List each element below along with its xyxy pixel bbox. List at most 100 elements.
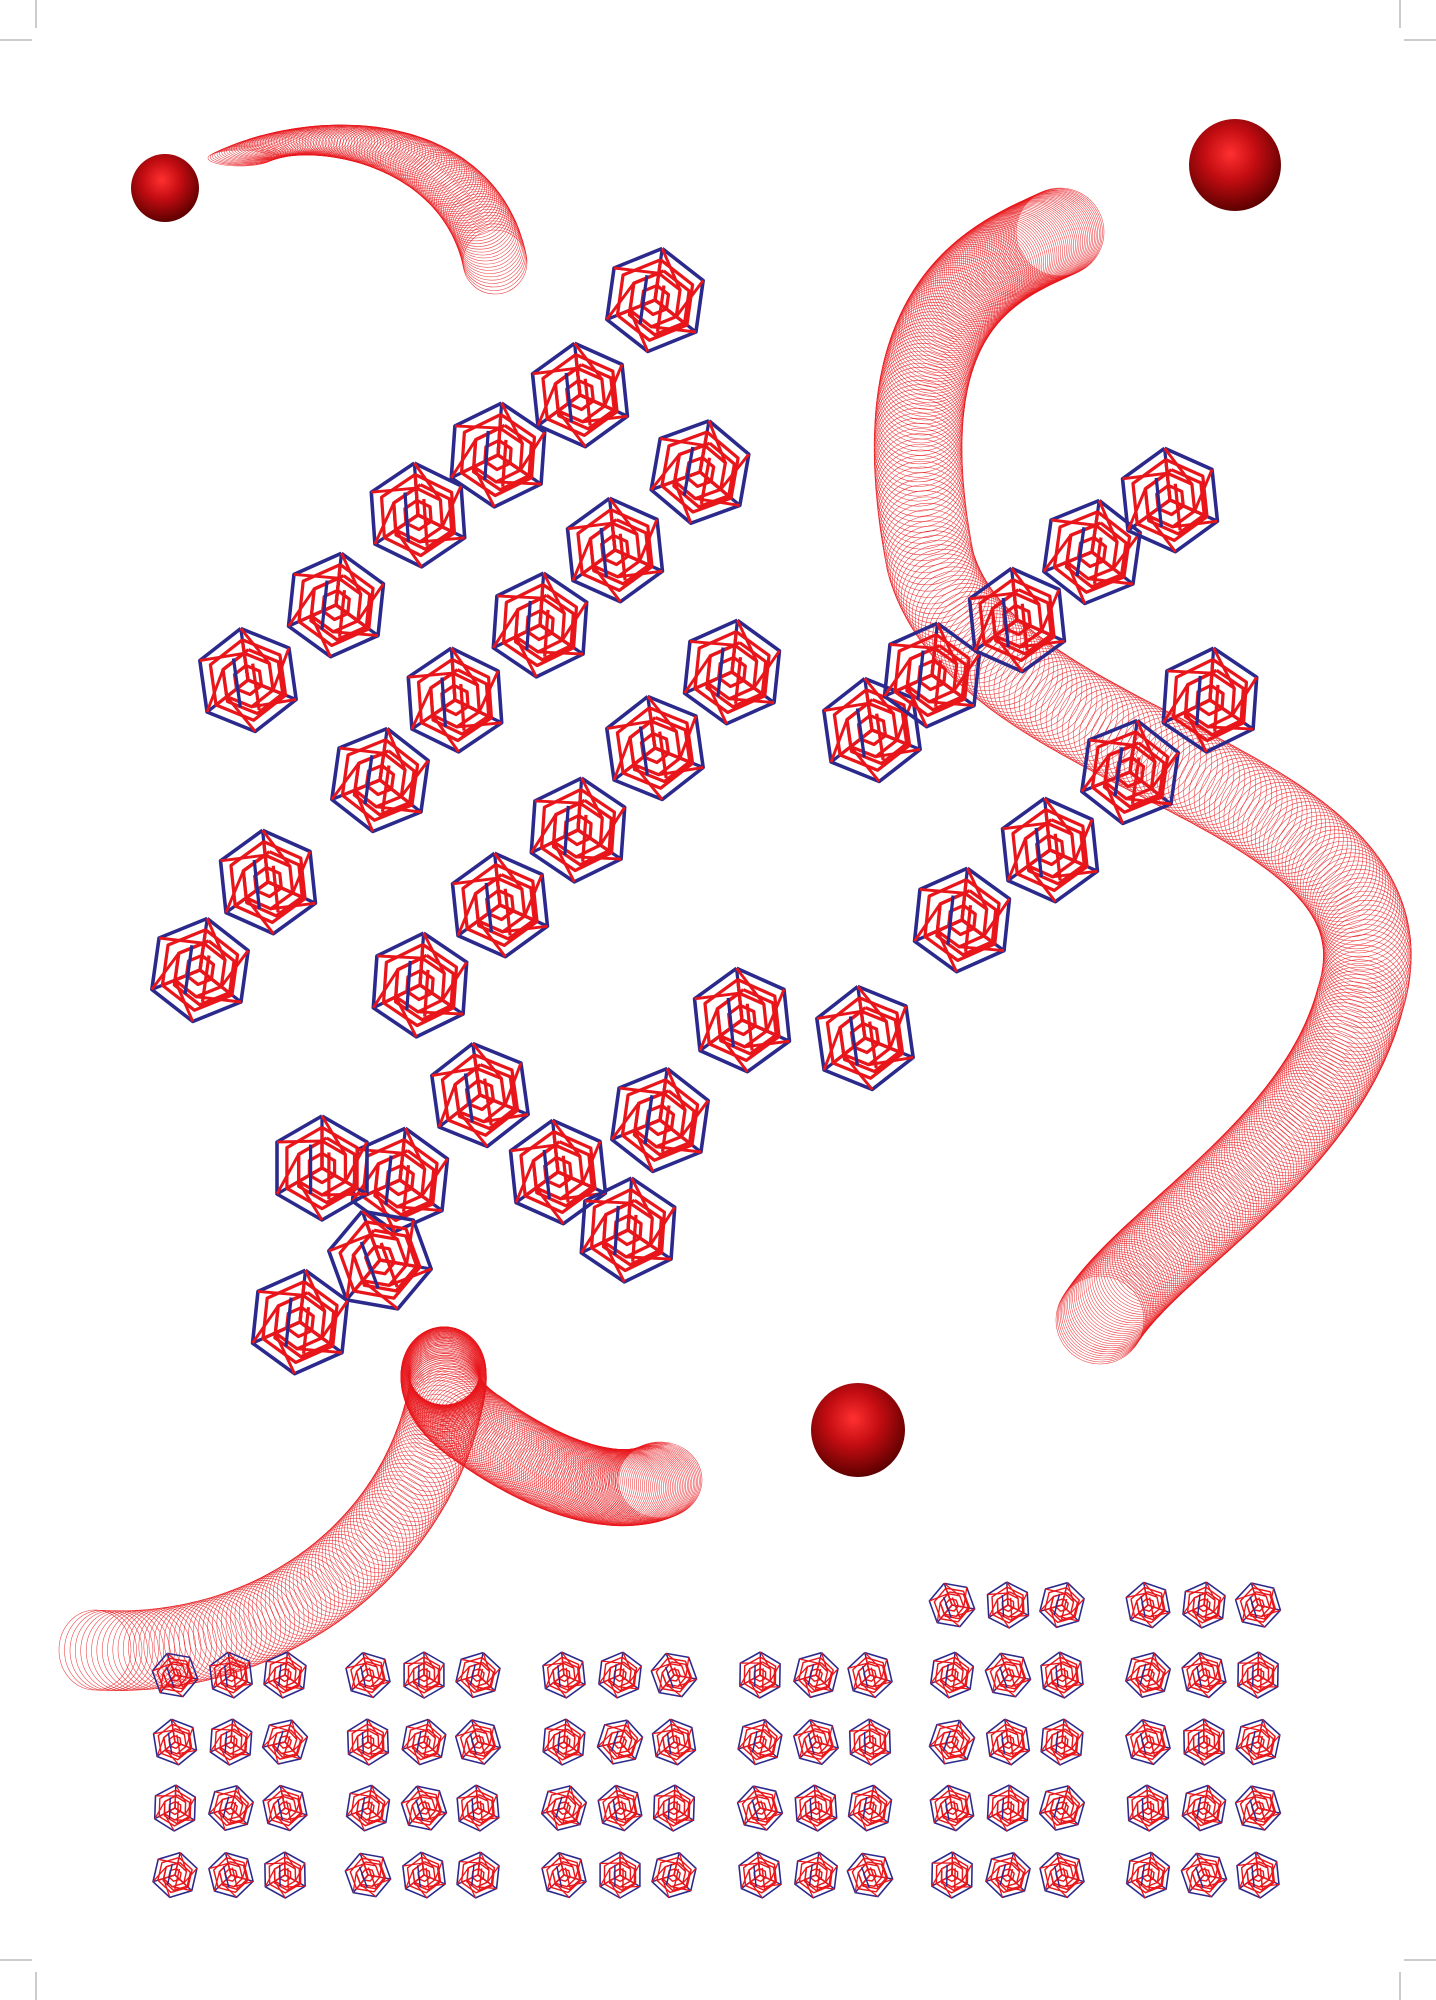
small-tesseract-icon [928,1719,976,1765]
spheres-layer [131,119,1281,1477]
small-tesseract-icon [456,1851,500,1899]
tesseract-icon [1120,446,1220,554]
small-tesseract-icon [597,1784,643,1832]
small-tesseract-icon [208,1851,254,1899]
tesseract-icon [430,1041,530,1149]
tesseract-icon [286,551,386,659]
tesseract-icon [327,1209,433,1311]
small-tesseract-icon [651,1851,697,1899]
tesseract-icon [491,571,589,679]
small-tesseract-icon [931,1851,973,1899]
tesseract-icon [1000,796,1100,904]
small-tesseract-icon [208,1785,254,1832]
small-tesseract-icon [598,1651,642,1699]
small-tesseract-icon [1237,1651,1279,1699]
small-tesseract-icon [346,1718,390,1766]
small-tesseract-icon [1125,1851,1171,1899]
small-tesseract-icon [152,1718,198,1766]
small-tesseract-icon [596,1719,644,1765]
small-tesseract-icon [793,1719,839,1766]
tesseract-icon [692,966,792,1074]
small-tesseract-icon [1234,1785,1282,1831]
tesseract-icon [449,401,547,509]
tesseract-icon [250,1268,350,1376]
small-tesseract-icon [1039,1581,1085,1629]
small-tesseract-icon [1183,1718,1225,1766]
small-tesseract-icon [1236,1851,1280,1899]
small-tesseract-icon [929,1784,975,1832]
small-tesseract-icon [1040,1651,1084,1699]
small-tesseract-icon [984,1652,1032,1698]
small-tesseract-icon [403,1651,445,1699]
small-tesseract-icon [345,1784,391,1832]
small-tesseract-icon [986,1784,1030,1832]
tesseract-icon [912,866,1012,974]
small-tesseract-icon [1125,1718,1171,1766]
small-tesseract-icon [261,1719,309,1765]
tesseract-icon [150,916,250,1024]
small-tesseract-icon [209,1718,253,1766]
small-tesseract-icon [652,1784,696,1832]
small-tesseract-icon [1180,1852,1228,1898]
tesseract-icon [967,566,1067,674]
tube-bottom [58,1326,703,1691]
small-tesseract-icon [541,1851,587,1899]
small-tesseract-icon [153,1784,197,1832]
tesseract-icon [605,246,705,354]
small-tesseract-icon [402,1851,446,1899]
tesseract-icon [815,984,915,1092]
small-tesseract-icon [542,1651,586,1699]
cubes-layer [150,246,1282,1899]
tube-large-s [873,187,1412,1365]
small-tesseract-icon [1126,1784,1170,1832]
small-tesseract-icon [599,1851,641,1899]
small-tesseract-icon [401,1718,447,1766]
small-tesseract-icon [1181,1784,1227,1832]
tesseract-icon [450,851,550,959]
small-tesseract-icon [455,1651,501,1699]
small-tesseract-icon [651,1718,697,1766]
tesseract-icon [406,646,504,754]
small-tesseract-icon [1234,1582,1282,1628]
small-tesseract-icon [454,1719,502,1765]
tesseract-icon [649,419,751,525]
tubes-layer [58,124,1412,1691]
tesseract-icon [371,931,469,1039]
small-tesseract-icon [456,1784,500,1832]
small-tesseract-icon [1182,1581,1226,1629]
small-tesseract-icon [542,1718,586,1766]
tesseract-icon [579,1176,677,1284]
tesseract-icon [610,1066,710,1174]
tesseract-icon [605,694,705,802]
small-tesseract-icon [985,1718,1031,1766]
red-sphere [1189,119,1281,211]
tesseract-icon [682,618,782,726]
red-sphere [811,1383,905,1477]
tesseract-icon [1080,718,1180,826]
small-tesseract-icon [737,1718,783,1766]
tesseract-icon [198,626,298,734]
small-tesseract-icon [1181,1651,1227,1699]
small-tesseract-icon [928,1582,976,1628]
small-tesseract-icon [848,1718,892,1766]
small-tesseract-icon [264,1851,306,1899]
tesseract-icon [882,621,982,729]
small-tesseract-icon [152,1851,198,1899]
small-tesseract-icon [738,1851,782,1899]
tesseract-icon [822,676,922,784]
small-tesseract-icon [1235,1718,1281,1766]
small-tesseract-icon [1040,1718,1084,1766]
small-tesseract-icon [263,1651,307,1699]
tesseract-icon [1042,498,1142,606]
tesseract-icon [1161,646,1259,754]
small-tesseract-icon [344,1852,392,1898]
small-tesseract-icon [1125,1581,1171,1629]
small-tesseract-icon [986,1581,1030,1629]
small-tesseract-icon [847,1651,893,1699]
red-sphere [131,154,199,222]
small-tesseract-icon [929,1651,975,1699]
small-tesseract-icon [739,1651,781,1699]
tesseract-icon [369,461,467,569]
